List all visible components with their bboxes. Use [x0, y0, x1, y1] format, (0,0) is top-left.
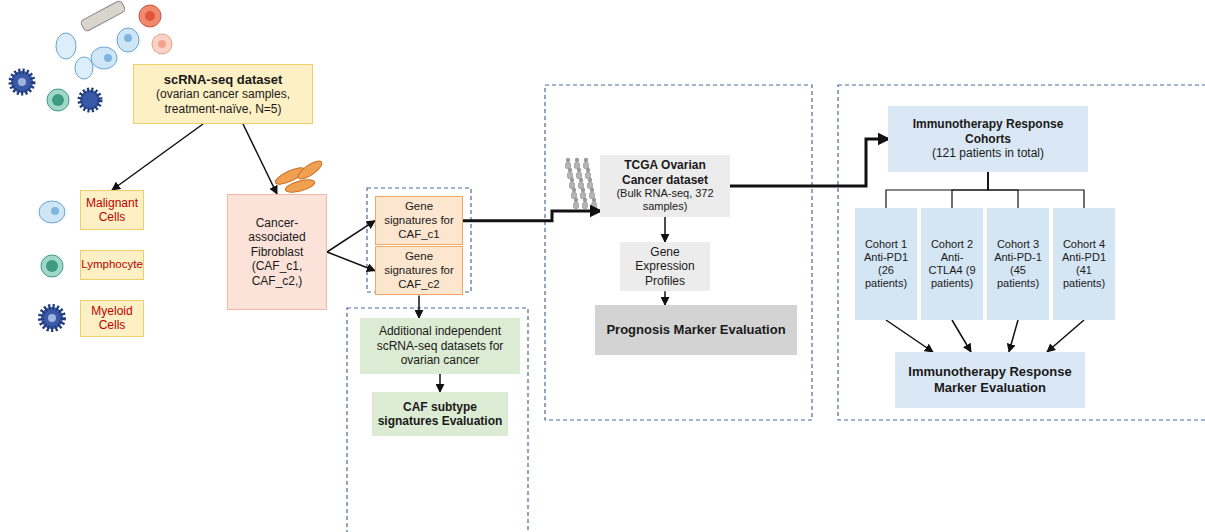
flow-arrow [327, 221, 375, 252]
cell-type-box: Cancer-associated Fibroblast (CAF_c1, CA… [227, 194, 327, 310]
cohort-group-box: Immunotherapy Response Cohorts(121 patie… [888, 106, 1088, 172]
dashed-panel [545, 85, 812, 420]
fibroblast-icon [273, 158, 324, 195]
cohort-box: Cohort 1 Anti-PD1 (26 patients) [855, 208, 917, 320]
signature-box: Gene signatures for CAF_c1 [375, 196, 463, 245]
node-heading: CAF subtype signatures Evaluation [375, 400, 505, 429]
dashed-panel [347, 308, 528, 532]
node-heading: Cohort 2 Anti-CTLA4 (9 patients) [924, 238, 980, 291]
lymphocyte-icon [41, 255, 63, 277]
node-body: (Bulk RNA-seq, 372 samples) [603, 187, 727, 213]
node-heading: Gene Expression Profiles [623, 245, 707, 288]
flow-arrow [327, 252, 375, 271]
bracket-line [952, 172, 988, 208]
node-heading: Cohort 1 Anti-PD1 (26 patients) [858, 238, 914, 291]
node-heading: Additional independent scRNA-seq dataset… [363, 324, 517, 367]
flow-arrow [418, 295, 420, 318]
node-heading: Lymphocyte [81, 258, 143, 272]
flow-arrow [439, 374, 441, 392]
flow-arrow [664, 291, 666, 305]
node-heading: Gene signatures for CAF_c1 [379, 200, 459, 241]
myeloid-icon [41, 307, 63, 329]
malignant-icon [39, 201, 65, 223]
node-heading: Cancer-associated Fibroblast (CAF_c1, CA… [231, 216, 323, 288]
node-heading: scRNA-seq dataset [164, 72, 283, 88]
cell-type-box: Lymphocyte [80, 250, 144, 280]
bracket-line [886, 172, 988, 208]
node-heading: Cohort 3 Anti-PD-1 (45 patients) [990, 238, 1046, 291]
cell-type-box: Malignant Cells [80, 190, 144, 230]
node-heading: Cohort 4 Anti-PD1 (41 patients) [1056, 238, 1112, 291]
node-body: (ovarian cancer samples, treatment-naïve… [137, 87, 309, 116]
flow-arrow [243, 124, 277, 194]
dataset-box: TCGA Ovarian Cancer dataset(Bulk RNA-seq… [600, 155, 730, 217]
node-heading: TCGA Ovarian Cancer dataset [603, 158, 727, 187]
node-heading: Gene signatures for CAF_c2 [379, 250, 459, 291]
flow-arrow [886, 320, 933, 352]
cohort-box: Cohort 2 Anti-CTLA4 (9 patients) [921, 208, 983, 320]
node-heading: Myeloid Cells [84, 304, 140, 333]
cohort-box: Cohort 3 Anti-PD-1 (45 patients) [987, 208, 1049, 320]
evaluation-box: Immunotherapy Response Marker Evaluation [895, 352, 1085, 408]
node-heading: Prognosis Marker Evaluation [606, 322, 785, 338]
dashed-panel [838, 85, 1205, 420]
flow-arrow [952, 320, 971, 352]
flow-arrow [1009, 320, 1018, 352]
process-box: Gene Expression Profiles [620, 242, 710, 291]
signature-box: Gene signatures for CAF_c2 [375, 246, 463, 295]
flow-arrow [730, 139, 888, 186]
bracket-line [988, 172, 1084, 208]
node-heading: Immunotherapy Response Marker Evaluation [898, 364, 1082, 395]
dataset-box: scRNA-seq dataset(ovarian cancer samples… [133, 64, 313, 124]
flow-arrow [664, 217, 666, 242]
cohort-box: Cohort 4 Anti-PD1 (41 patients) [1053, 208, 1115, 320]
flow-arrow [1047, 320, 1084, 352]
node-heading: Malignant Cells [84, 196, 140, 225]
node-body: (121 patients in total) [932, 146, 1044, 160]
cell-type-box: Myeloid Cells [80, 300, 144, 337]
evaluation-box: Prognosis Marker Evaluation [595, 305, 797, 355]
evaluation-box: CAF subtype signatures Evaluation [372, 392, 508, 436]
dataset-box: Additional independent scRNA-seq dataset… [360, 318, 520, 374]
flow-arrow [463, 211, 600, 221]
patient-icons [566, 158, 597, 209]
node-heading: Immunotherapy Response Cohorts [891, 117, 1085, 146]
flow-arrow [112, 124, 203, 190]
